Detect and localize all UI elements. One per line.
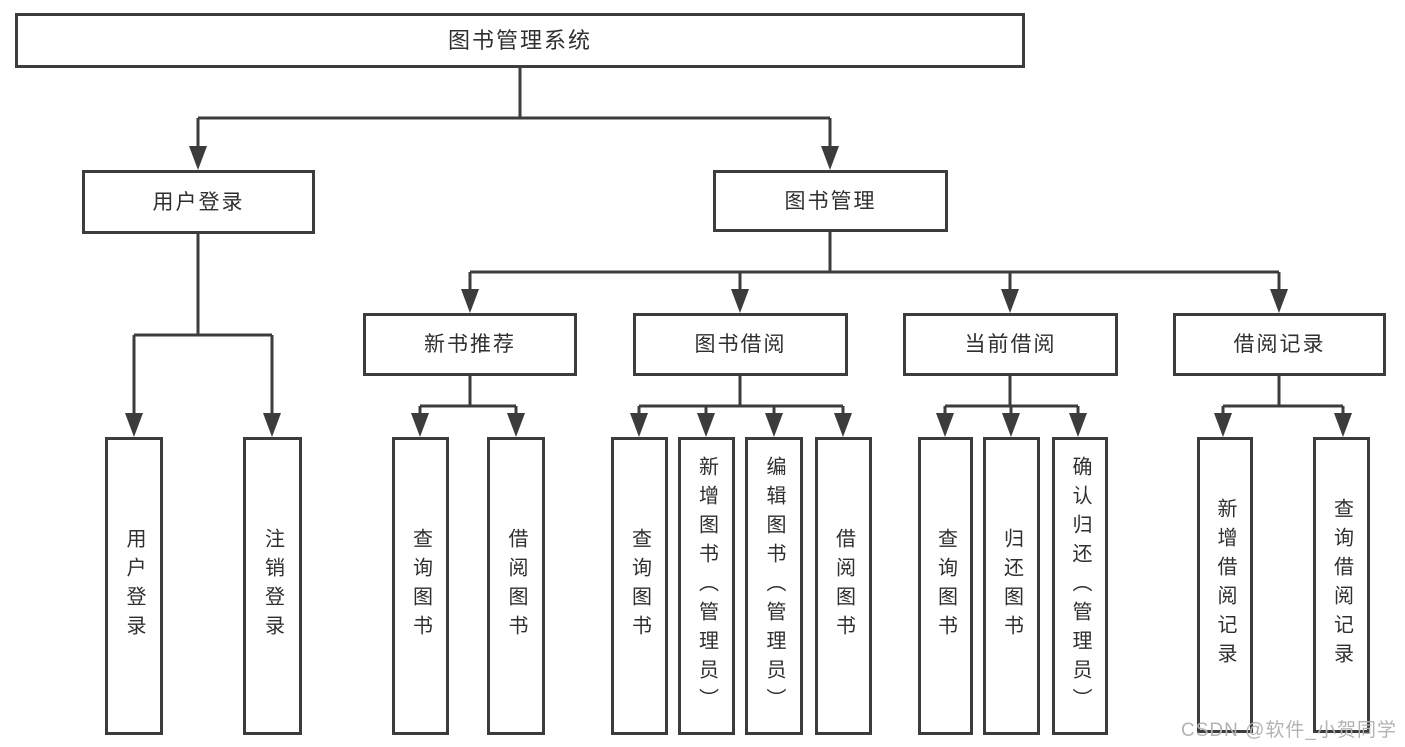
arrow-down-icon xyxy=(630,413,648,437)
node-leaf-edit-book: 编辑图书（管理员） xyxy=(745,437,803,735)
watermark-text: CSDN @软件_小贺同学 xyxy=(1181,720,1397,741)
node-borrow-records: 借阅记录 xyxy=(1173,313,1386,376)
node-current-borrow: 当前借阅 xyxy=(903,313,1118,376)
node-leaf-query-book-3: 查询图书 xyxy=(918,437,973,735)
node-leaf-query-borrow-record: 查询借阅记录 xyxy=(1313,437,1370,733)
arrow-down-icon xyxy=(411,413,429,437)
arrow-down-icon xyxy=(125,413,143,437)
arrow-down-icon xyxy=(821,146,839,170)
node-book-management: 图书管理 xyxy=(713,170,948,232)
node-leaf-query-book-2: 查询图书 xyxy=(611,437,668,735)
node-leaf-user-login: 用户登录 xyxy=(105,437,163,735)
node-root: 图书管理系统 xyxy=(15,13,1025,68)
arrow-down-icon xyxy=(697,413,715,437)
arrow-down-icon xyxy=(765,413,783,437)
arrow-down-icon xyxy=(731,289,749,313)
node-leaf-add-borrow-record: 新增借阅记录 xyxy=(1197,437,1253,733)
arrow-down-icon xyxy=(1214,413,1232,437)
node-leaf-query-book-1: 查询图书 xyxy=(392,437,449,735)
arrow-down-icon xyxy=(834,413,852,437)
arrow-down-icon xyxy=(1002,413,1020,437)
node-leaf-return-book: 归还图书 xyxy=(983,437,1040,735)
arrow-down-icon xyxy=(189,146,207,170)
node-leaf-add-book: 新增图书（管理员） xyxy=(678,437,735,735)
node-leaf-logout: 注销登录 xyxy=(243,437,302,735)
arrow-down-icon xyxy=(461,289,479,313)
arrow-down-icon xyxy=(263,413,281,437)
node-leaf-borrow-book-1: 借阅图书 xyxy=(487,437,545,735)
arrow-down-icon xyxy=(1334,413,1352,437)
arrow-down-icon xyxy=(507,413,525,437)
arrow-down-icon xyxy=(1001,289,1019,313)
node-book-borrow: 图书借阅 xyxy=(633,313,848,376)
arrow-down-icon xyxy=(1270,289,1288,313)
arrow-down-icon xyxy=(936,413,954,437)
node-leaf-borrow-book-2: 借阅图书 xyxy=(815,437,872,735)
arrow-down-icon xyxy=(1069,413,1087,437)
node-user-login: 用户登录 xyxy=(82,170,315,234)
node-leaf-confirm-return: 确认归还（管理员） xyxy=(1052,437,1108,735)
node-new-book-recommend: 新书推荐 xyxy=(363,313,577,376)
